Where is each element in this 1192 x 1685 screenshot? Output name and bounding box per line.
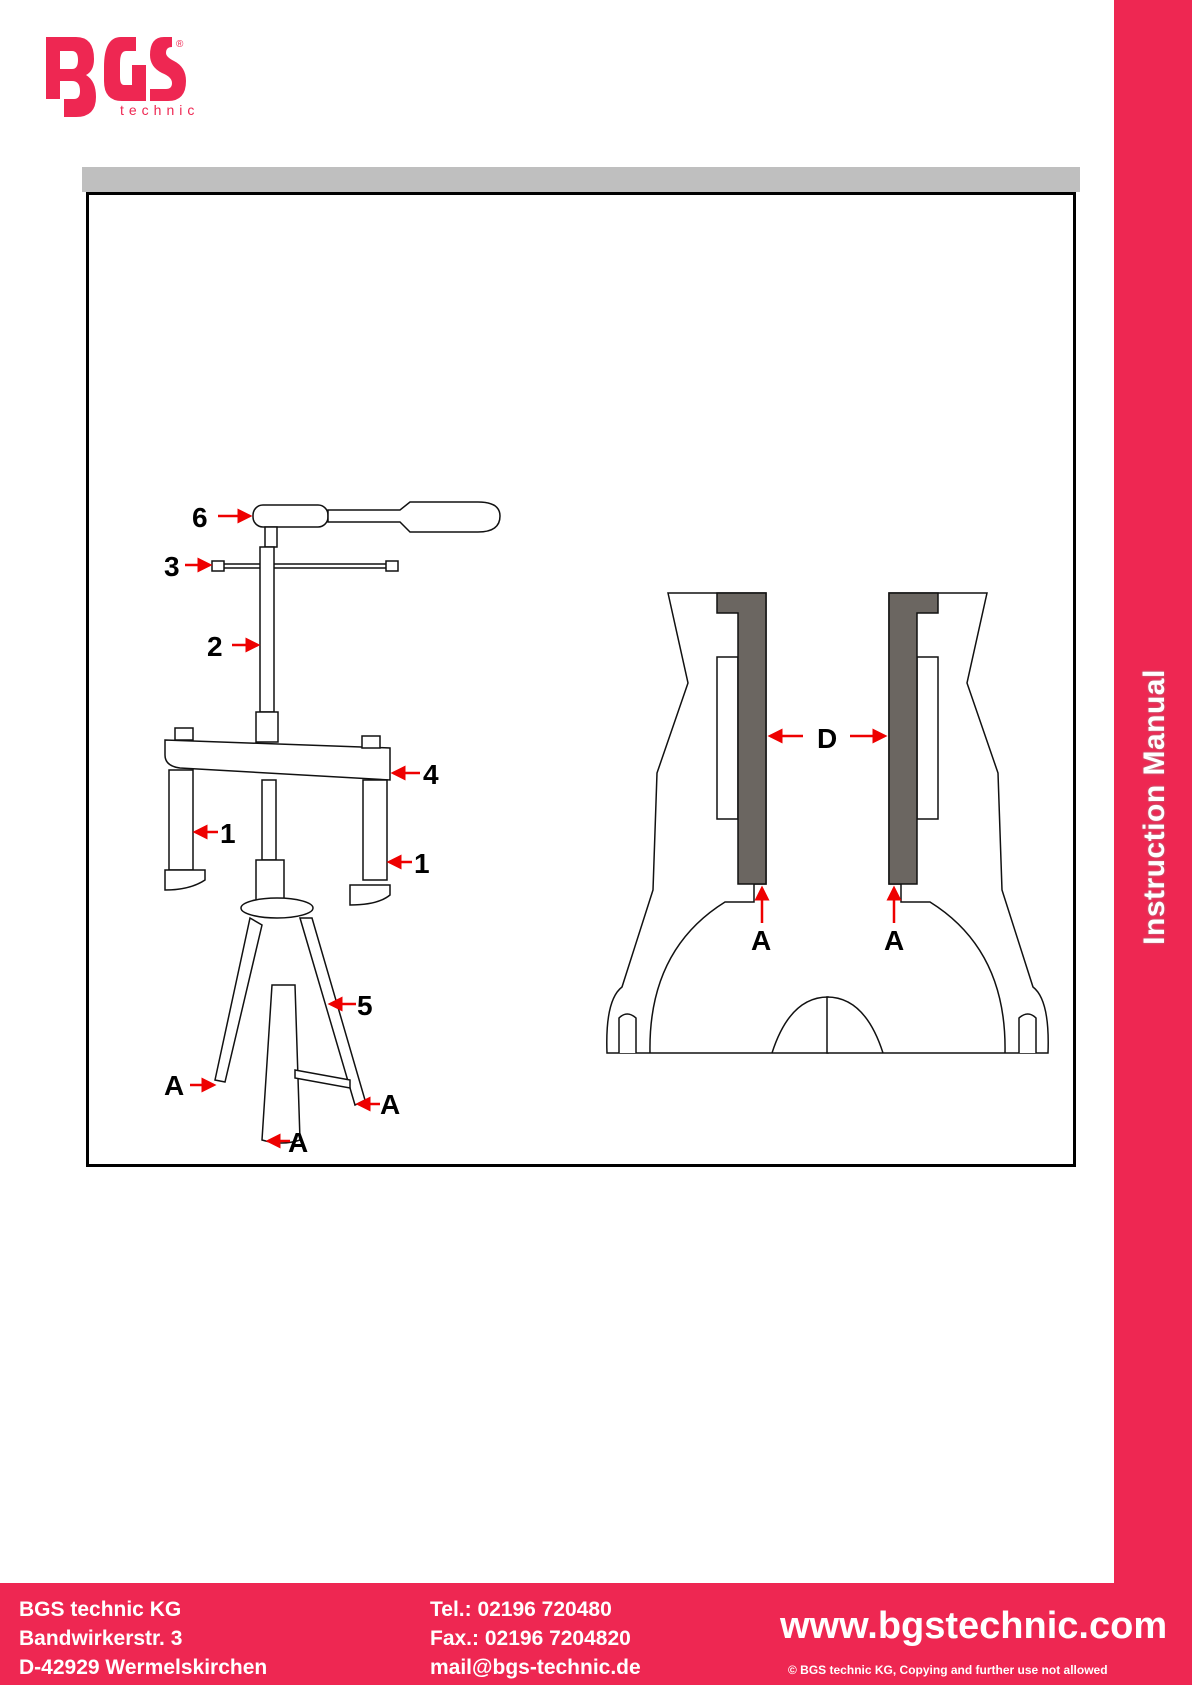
label-part-6: 6 — [192, 502, 208, 533]
label-a: A — [884, 925, 904, 956]
label-part-1: 1 — [414, 848, 430, 879]
label-a: A — [751, 925, 771, 956]
footer-contact: Tel.: 02196 720480 Fax.: 02196 7204820 m… — [430, 1595, 641, 1682]
phone: Tel.: 02196 720480 — [430, 1598, 612, 1621]
bgs-logo: ® technic — [46, 37, 199, 117]
email-link[interactable]: mail@bgs-technic.de — [430, 1656, 641, 1679]
copyright: © BGS technic KG, Copying and further us… — [788, 1663, 1108, 1677]
website-link[interactable]: www.bgstechnic.com — [780, 1605, 1168, 1647]
puller-tool-drawing — [164, 501, 501, 1144]
city: D-42929 Wermelskirchen — [19, 1656, 268, 1679]
label-d: D — [817, 723, 837, 754]
sidebar-band — [1114, 0, 1192, 1685]
company-name: BGS technic KG — [19, 1598, 182, 1621]
footer-address: BGS technic KG Bandwirkerstr. 3 D-42929 … — [19, 1595, 267, 1682]
footer: BGS technic KG Bandwirkerstr. 3 D-42929 … — [0, 1583, 1192, 1685]
figure-frame — [86, 192, 1076, 1167]
callout-arrows-right — [754, 728, 902, 923]
bearing-race-bars — [716, 592, 939, 885]
label-part-1: 1 — [220, 818, 236, 849]
label-part-4: 4 — [423, 759, 439, 790]
label-a: A — [164, 1070, 184, 1101]
fax: Fax.: 02196 7204820 — [430, 1627, 631, 1650]
label-a: A — [380, 1089, 400, 1120]
street: Bandwirkerstr. 3 — [19, 1627, 183, 1650]
label-part-2: 2 — [207, 631, 223, 662]
svg-text:technic: technic — [120, 102, 199, 117]
cross-section-drawing — [606, 592, 1049, 1054]
label-part-5: 5 — [357, 990, 373, 1021]
svg-text:®: ® — [176, 39, 184, 50]
section-header-bar — [82, 167, 1080, 192]
callout-arrows-left — [185, 508, 420, 1149]
label-a: A — [288, 1127, 308, 1158]
label-part-3: 3 — [164, 551, 180, 582]
